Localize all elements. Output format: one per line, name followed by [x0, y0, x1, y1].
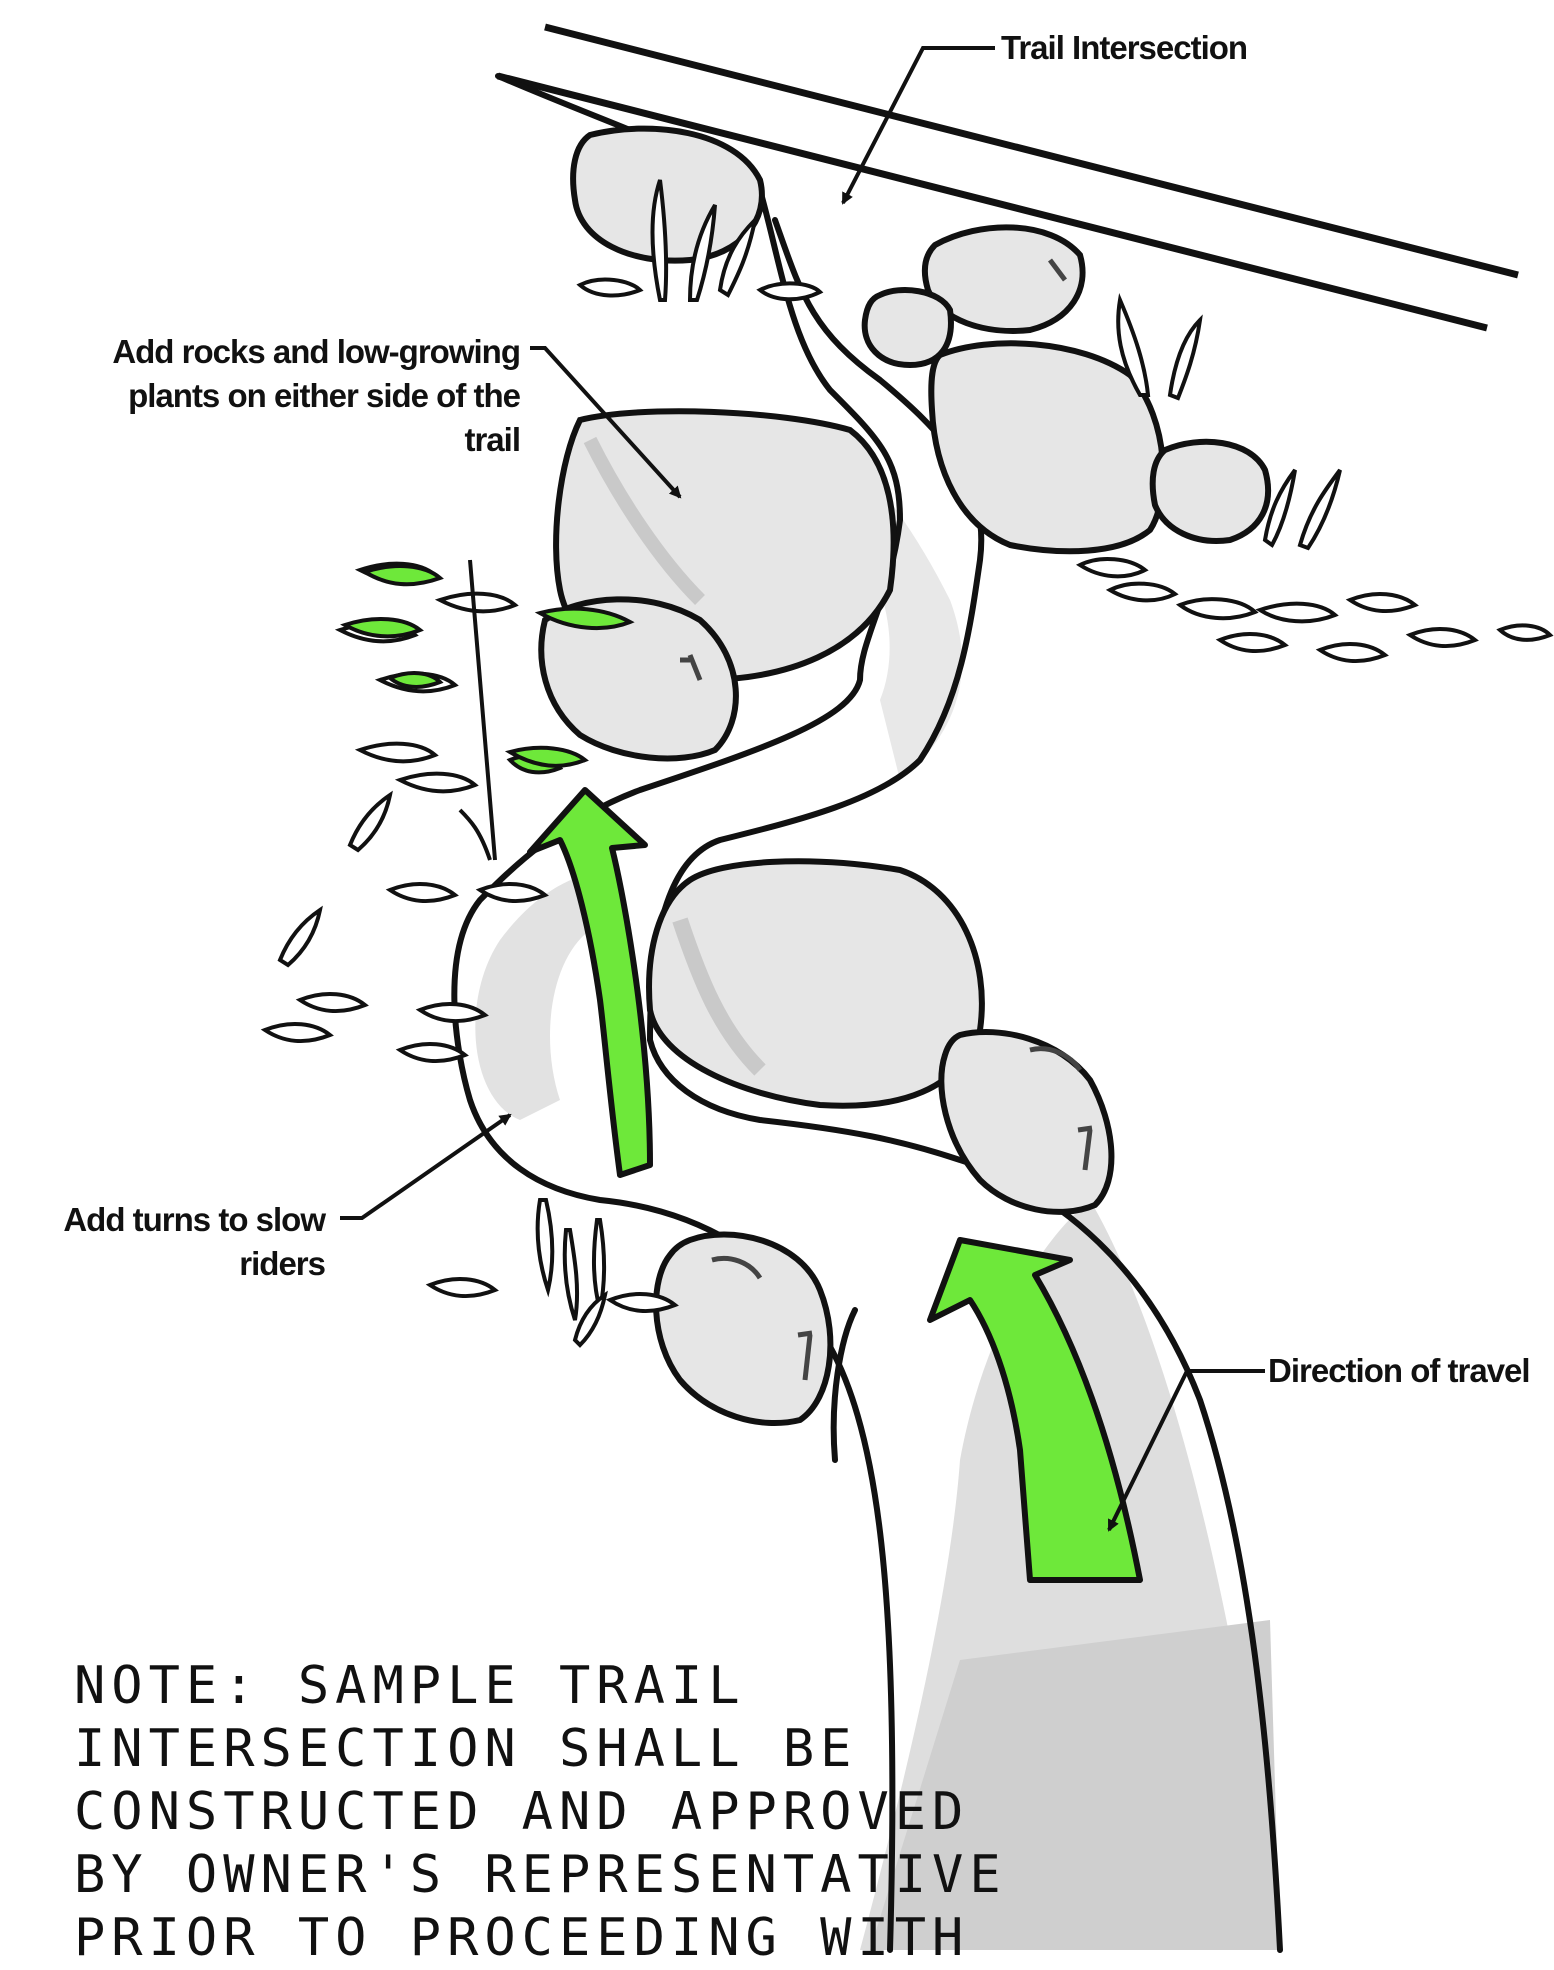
rock: [573, 129, 762, 261]
note-line: INTERSECTION SHALL BE: [74, 1718, 1007, 1781]
note-line: PRIOR TO PROCEEDING WITH: [74, 1907, 1007, 1970]
note-line: NOTE: SAMPLE TRAIL: [74, 1655, 1007, 1718]
label-rocks-plants: Add rocks and low-growing plants on eith…: [60, 330, 520, 462]
note-line: BY OWNER'S REPRESENTATIVE: [74, 1844, 1007, 1907]
construction-note: NOTE: SAMPLE TRAIL INTERSECTION SHALL BE…: [74, 1655, 1007, 1970]
rock: [1153, 442, 1268, 541]
label-direction-of-travel: Direction of travel: [1268, 1349, 1530, 1393]
label-turns: Add turns to slow riders: [30, 1198, 325, 1286]
leader-turns: [340, 1115, 510, 1218]
note-line: CONSTRUCTED AND APPROVED: [74, 1781, 1007, 1844]
rock: [941, 1032, 1111, 1212]
label-turns-line2: riders: [30, 1242, 325, 1286]
label-turns-line1: Add turns to slow: [30, 1198, 325, 1242]
label-rocks-plants-line1: Add rocks and low-growing: [60, 330, 520, 374]
label-rocks-plants-line3: trail: [60, 418, 520, 462]
label-trail-intersection: Trail Intersection: [1001, 26, 1247, 70]
label-rocks-plants-line2: plants on either side of the: [60, 374, 520, 418]
